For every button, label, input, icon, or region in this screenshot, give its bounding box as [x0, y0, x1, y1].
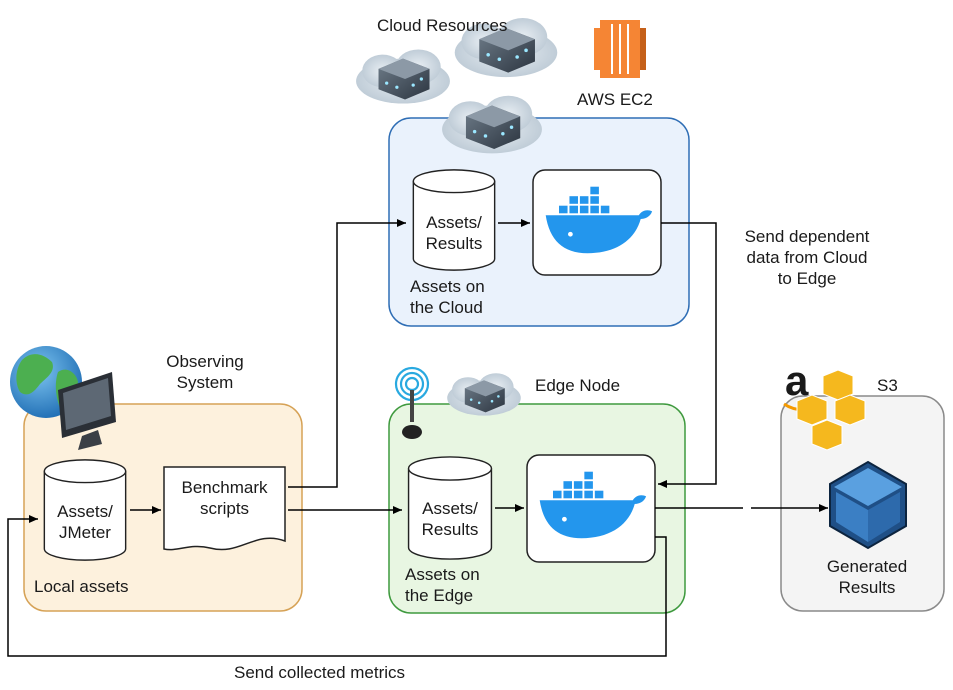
- edge-store-line2: Results: [421, 520, 479, 539]
- server-cloud-icon: [442, 95, 542, 154]
- server-cloud-icon: [356, 49, 450, 104]
- benchmark-scripts-line2: scripts: [199, 499, 250, 518]
- cloud-resources-title: Cloud Resources: [377, 16, 508, 35]
- edge-caption: Assets on the Edge: [405, 564, 480, 606]
- benchmark-scripts-line1: Benchmark: [181, 478, 268, 497]
- cloud-to-edge-arrow: [658, 222, 717, 488]
- generated-results-line2: Results: [838, 578, 896, 597]
- edge-caption-line1: Assets on: [405, 565, 480, 584]
- metrics-return-arrow: [7, 515, 667, 657]
- edge-node-title: Edge Node: [535, 376, 621, 395]
- cloud-to-edge-label: Send dependent data from Cloud to Edge: [722, 226, 892, 289]
- aws-ec2-label: AWS EC2: [577, 90, 653, 109]
- cloud-caption: Assets on the Cloud: [410, 276, 485, 318]
- aws-ec2-icon: [594, 20, 646, 78]
- cloud-to-edge-line1: Send dependent: [744, 227, 870, 246]
- generated-results-line1: Generated: [826, 557, 908, 576]
- cloud-store-line1: Assets/: [426, 213, 482, 232]
- s3-title: S3: [877, 376, 898, 395]
- benchmark-scripts-label: Benchmark scripts: [164, 477, 285, 519]
- observer-store-line1: Assets/: [57, 502, 113, 521]
- bucket-cube-icon: [829, 460, 907, 550]
- observer-store-label: Assets/ JMeter: [41, 501, 129, 543]
- generated-results-label: Generated Results: [801, 556, 933, 598]
- amazon-logo-letter: a: [785, 357, 809, 404]
- observer-store-line2: JMeter: [59, 523, 111, 542]
- monitor-icon: [58, 372, 116, 450]
- observer-title: Observing System: [140, 351, 270, 393]
- observer-title-line1: Observing: [166, 352, 244, 371]
- edge-store-line1: Assets/: [422, 499, 478, 518]
- server-cloud-icon: [447, 373, 521, 416]
- antenna-icon: [394, 366, 430, 439]
- edge-caption-line2: the Edge: [405, 586, 474, 605]
- edge-store-label: Assets/ Results: [405, 498, 495, 540]
- scripts-to-cloud-arrow: [288, 219, 406, 488]
- metrics-label: Send collected metrics: [234, 663, 406, 682]
- cloud-to-edge-line2: data from Cloud: [746, 248, 868, 267]
- observer-title-line2: System: [176, 373, 234, 392]
- cloud-caption-line2: the Cloud: [410, 298, 483, 317]
- local-assets-caption: Local assets: [34, 577, 129, 596]
- cloud-caption-line1: Assets on: [410, 277, 485, 296]
- benchmark-scripts-document: [163, 466, 286, 551]
- cloud-store-line2: Results: [425, 234, 483, 253]
- cloud-to-edge-line3: to Edge: [777, 269, 837, 288]
- cloud-store-label: Assets/ Results: [410, 212, 498, 254]
- aws-cubes-icon: [796, 369, 866, 451]
